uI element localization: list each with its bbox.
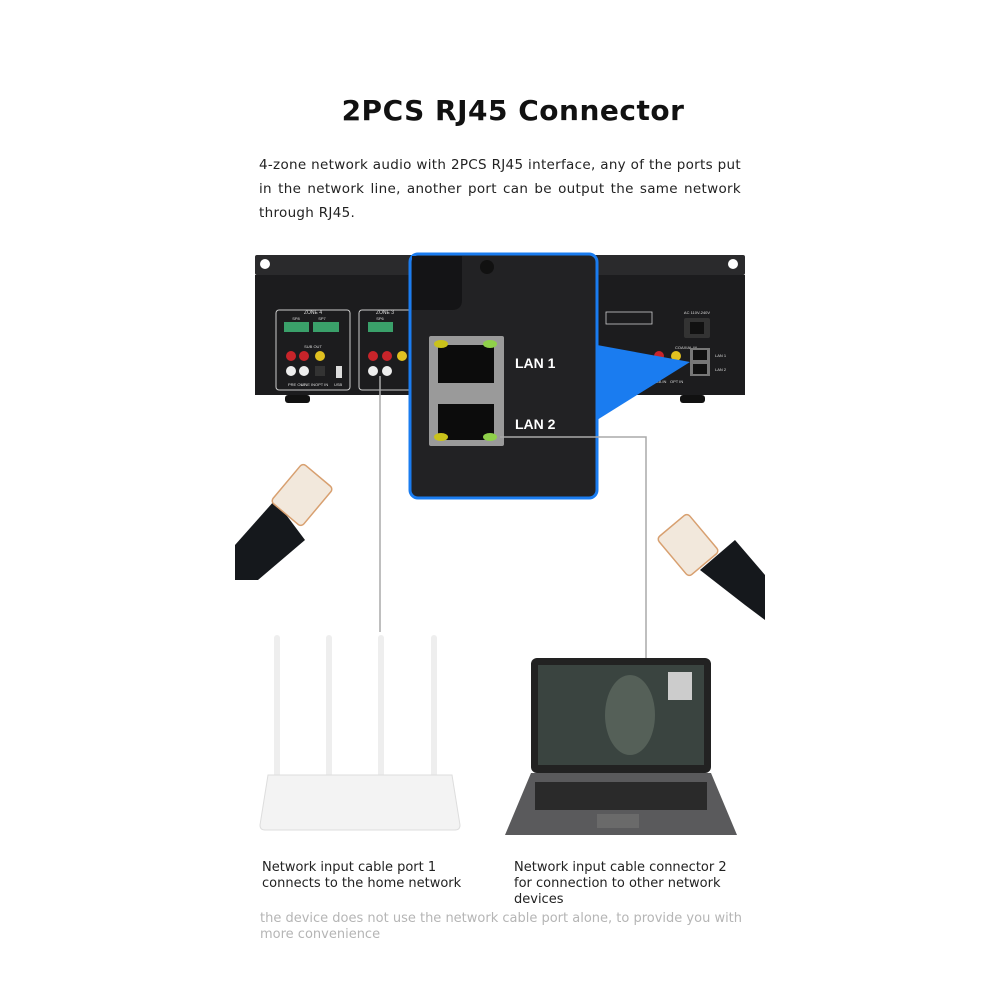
- lan1-label: LAN 1: [515, 355, 556, 371]
- sp8-label: SP8: [292, 316, 300, 321]
- coaxial-in-label: COAXIAL IN: [675, 345, 697, 350]
- line-in-label: LINE IN: [301, 382, 315, 387]
- lan-port-inset: LAN 1 LAN 2: [408, 252, 599, 500]
- caption-router: Network input cable port 1 connects to t…: [262, 860, 462, 891]
- zone3-label: ZONE 3: [376, 310, 394, 316]
- cable-line-2: [500, 436, 647, 660]
- opt-in-label: OPT IN: [315, 382, 328, 387]
- lan2-label: LAN 2: [515, 416, 556, 432]
- pre-out-label: PRE OUT: [288, 382, 306, 387]
- page-title: 2PCS RJ45 Connector: [341, 94, 685, 127]
- sp7-label: SP7: [318, 316, 326, 321]
- rj45-plug-icon: [657, 513, 765, 620]
- sp6-label: SP6: [376, 316, 384, 321]
- usb-label: USB: [334, 382, 343, 387]
- sub-out-label: SUB OUT: [304, 344, 322, 349]
- caption-laptop: Network input cable connector 2 for conn…: [514, 860, 727, 907]
- laptop-icon: [505, 658, 737, 835]
- description: 4-zone network audio with 2PCS RJ45 inte…: [259, 157, 741, 221]
- rj45-plug-icon: [235, 463, 333, 580]
- lan1-small-label: LAN 1: [715, 353, 727, 358]
- zoom-wedge: [597, 345, 690, 420]
- lan2-small-label: LAN 2: [715, 367, 727, 372]
- footer-note: the device does not use the network cabl…: [260, 911, 743, 942]
- router-icon: [259, 635, 461, 831]
- rca-in-label: RCA IN: [653, 379, 666, 384]
- opt-in-label-2: OPT IN: [670, 379, 683, 384]
- zone4-label: ZONE 4: [304, 310, 322, 316]
- ac-label: AC 110V-240V: [684, 310, 710, 315]
